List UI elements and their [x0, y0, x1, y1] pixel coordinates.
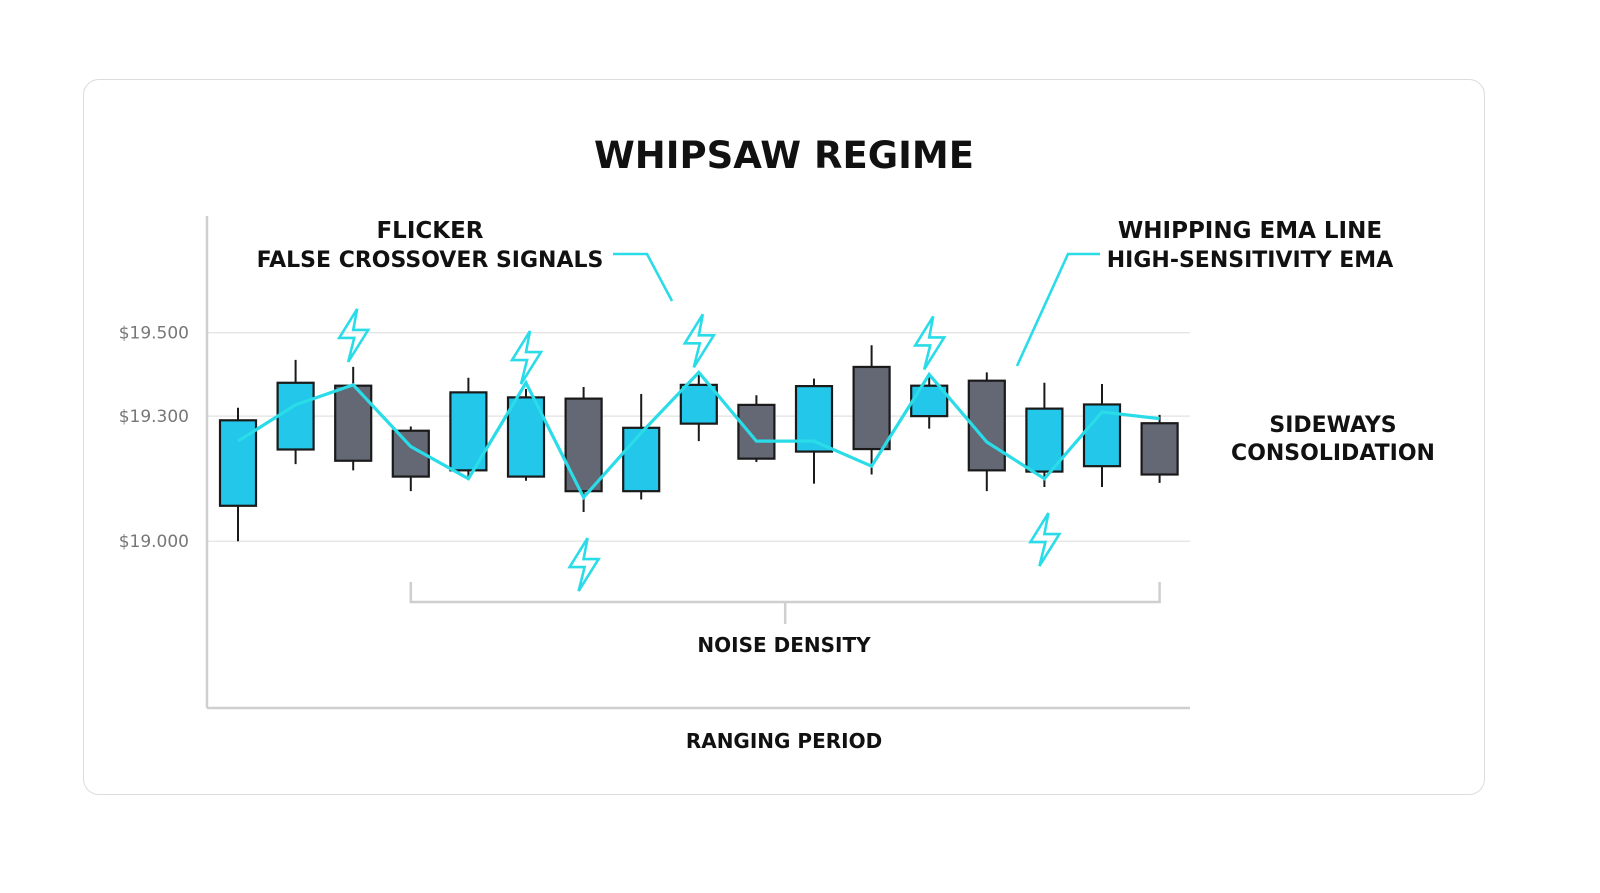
candlestick	[1025, 382, 1064, 488]
candlestick	[622, 394, 661, 500]
signal-markers	[336, 308, 1062, 592]
noise-density-label: NOISE DENSITY	[697, 633, 871, 657]
candlestick	[1082, 384, 1122, 488]
candle-body	[1140, 422, 1179, 476]
annotations: FLICKER FALSE CROSSOVER SIGNALS WHIPPING…	[257, 218, 1435, 657]
flicker-leader-line	[613, 252, 674, 302]
candlestick	[910, 374, 949, 429]
ema-series-line	[237, 369, 1160, 501]
candle-body	[622, 426, 661, 493]
x-axis-label: RANGING PERIOD	[686, 729, 882, 753]
candlestick	[564, 386, 603, 513]
axes	[205, 216, 1190, 710]
noise-density-bracket	[409, 582, 1161, 624]
lightning-bolt-icon	[336, 308, 371, 363]
candlestick	[967, 372, 1006, 492]
candlestick	[794, 378, 834, 484]
flicker-title: FLICKER	[376, 218, 483, 244]
candle-body	[679, 383, 718, 425]
lightning-bolt-icon	[1028, 512, 1062, 567]
ema-annotation-title: WHIPPING EMA LINE	[1118, 218, 1382, 244]
ema-annotation-subtitle: HIGH-SENSITIVITY EMA	[1107, 248, 1393, 273]
lightning-bolt-icon	[567, 537, 601, 592]
flicker-subtitle: FALSE CROSSOVER SIGNALS	[257, 248, 604, 273]
lightning-bolt-icon	[509, 330, 544, 385]
lightning-bolt-icon	[912, 315, 947, 371]
candle-body	[449, 391, 488, 472]
y-tick-label: $19.500	[119, 324, 189, 344]
candle-body	[564, 397, 603, 493]
candle-body	[506, 396, 546, 478]
candlestick	[506, 389, 546, 481]
grid-lines: $19.500 $19.300 $19.000	[119, 324, 1190, 552]
candlestick	[852, 345, 891, 475]
candle-body	[1025, 407, 1064, 473]
ema-leader-line	[1015, 252, 1100, 367]
sideways-label-line2: CONSOLIDATION	[1231, 441, 1435, 466]
candlestick	[334, 366, 373, 471]
candlestick	[679, 372, 718, 442]
y-tick-label: $19.000	[119, 532, 189, 552]
candle-body	[276, 381, 315, 451]
candlestick	[218, 407, 258, 542]
candle-body	[737, 403, 776, 460]
candle-body	[1082, 403, 1122, 468]
candlestick	[449, 377, 488, 477]
lightning-bolt-icon	[682, 313, 717, 369]
candlestick	[276, 359, 315, 465]
sideways-label-line1: SIDEWAYS	[1269, 413, 1396, 438]
ema-line	[237, 369, 1160, 501]
candlestick	[391, 426, 430, 492]
chart-title: WHIPSAW REGIME	[594, 134, 974, 177]
candlestick	[737, 395, 776, 462]
candlestick	[1140, 414, 1179, 483]
y-tick-label: $19.300	[119, 407, 189, 427]
candle-body	[852, 365, 891, 451]
chart-card	[83, 79, 1485, 795]
